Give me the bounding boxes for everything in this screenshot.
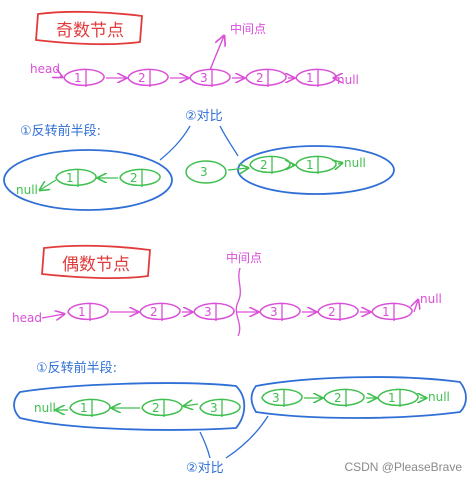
- odd-left-node-1: 2: [119, 168, 161, 187]
- even-left-node-0: 1: [69, 398, 111, 417]
- even-head-arrow: [41, 314, 64, 318]
- even-left-node-0-value: 1: [80, 401, 88, 415]
- even-middle-label: 中间点: [226, 250, 262, 265]
- odd-right-link-0: [227, 168, 248, 170]
- even-null-label: null: [420, 292, 442, 306]
- odd-compare-connector: ②对比: [159, 109, 239, 161]
- even-right-group: [250, 376, 467, 419]
- odd-node-1-value: 2: [138, 71, 146, 85]
- odd-right-node-0: 2: [249, 155, 291, 174]
- odd-left-node-1-value: 2: [130, 171, 138, 185]
- even-left-nodes: 1 2 3: [56, 398, 241, 417]
- even-right-node-0: 3: [261, 388, 303, 407]
- even-node-2: 3: [193, 302, 235, 321]
- even-step1-label: ①反转前半段:: [36, 360, 117, 376]
- even-right-node-1: 2: [323, 388, 365, 407]
- even-left-node-1: 2: [141, 398, 183, 417]
- even-node-1-value: 2: [150, 305, 158, 319]
- odd-left-link-0: [40, 179, 57, 190]
- even-node-1: 2: [139, 302, 181, 321]
- odd-node-4-value: 1: [306, 71, 314, 85]
- odd-node-1: 2: [127, 68, 169, 87]
- even-node-5: 1: [371, 302, 413, 321]
- even-node-0: 1: [67, 302, 109, 321]
- odd-center-value: 3: [200, 165, 208, 179]
- even-node-2-value: 3: [204, 305, 212, 319]
- odd-node-3: 2: [245, 68, 287, 87]
- even-node-4-value: 2: [328, 305, 336, 319]
- odd-null-label: null: [337, 73, 359, 87]
- odd-right-group: [237, 145, 395, 195]
- odd-left-node-0: 1: [55, 168, 97, 187]
- odd-title: 奇数节点: [56, 21, 124, 41]
- odd-title-box: 奇数节点: [35, 10, 143, 46]
- odd-right-node-0-value: 2: [260, 158, 268, 172]
- watermark: CSDN @PleaseBrave: [344, 460, 462, 474]
- even-step2-label: ②对比: [186, 461, 224, 476]
- even-right-node-0-value: 3: [272, 391, 280, 405]
- even-right-node-2-value: 1: [388, 391, 396, 405]
- even-node-5-value: 1: [382, 305, 390, 319]
- odd-head-label: head: [30, 62, 60, 76]
- even-title-box: 偶数节点: [41, 244, 151, 280]
- even-left-node-2: 3: [199, 398, 241, 417]
- even-node-3: 3: [259, 302, 301, 321]
- even-node-4: 2: [317, 302, 359, 321]
- even-right-null: null: [428, 390, 450, 404]
- even-node-3-value: 3: [270, 305, 278, 319]
- odd-left-null: null: [16, 183, 38, 197]
- odd-node-2-value: 3: [200, 71, 208, 85]
- odd-node-3-value: 2: [256, 71, 264, 85]
- odd-middle-pointer: 中间点: [209, 21, 266, 71]
- even-left-null: null: [34, 401, 56, 415]
- odd-middle-label: 中间点: [230, 21, 266, 36]
- even-right-node-1-value: 2: [334, 391, 342, 405]
- odd-right-link-2: [338, 163, 342, 164]
- even-left-node-2-value: 3: [210, 401, 218, 415]
- odd-node-0: 1: [63, 68, 105, 87]
- odd-step1-label: ①反转前半段:: [20, 123, 101, 139]
- even-node-0-value: 1: [78, 305, 86, 319]
- even-compare-connector: ②对比: [186, 415, 269, 476]
- odd-right-null: null: [344, 156, 366, 170]
- even-link-5: [414, 300, 418, 313]
- odd-node-2: 3: [189, 68, 231, 87]
- odd-node-4: 1: [295, 68, 337, 87]
- even-right-node-2: 1: [377, 388, 419, 407]
- odd-left-group: [3, 149, 173, 211]
- even-head-label: head: [12, 311, 42, 325]
- odd-center-node: 3: [185, 160, 227, 184]
- odd-right-node-1: 1: [295, 155, 337, 174]
- odd-list: 1 2 3 2 1: [60, 69, 338, 87]
- even-left-node-1-value: 2: [152, 401, 160, 415]
- odd-head-arrow: [60, 76, 62, 77]
- even-list: 1 2 3 3 2 1: [41, 300, 418, 321]
- even-left-link-2: [184, 404, 199, 406]
- even-right-nodes: 3 2 1: [261, 388, 426, 407]
- even-left-group: [13, 382, 246, 431]
- odd-left-node-0-value: 1: [66, 171, 74, 185]
- odd-step2-label: ②对比: [185, 109, 223, 124]
- odd-node-0-value: 1: [74, 71, 82, 85]
- odd-right-node-1-value: 1: [306, 158, 314, 172]
- even-title: 偶数节点: [62, 255, 130, 275]
- even-middle-divider: [235, 267, 241, 337]
